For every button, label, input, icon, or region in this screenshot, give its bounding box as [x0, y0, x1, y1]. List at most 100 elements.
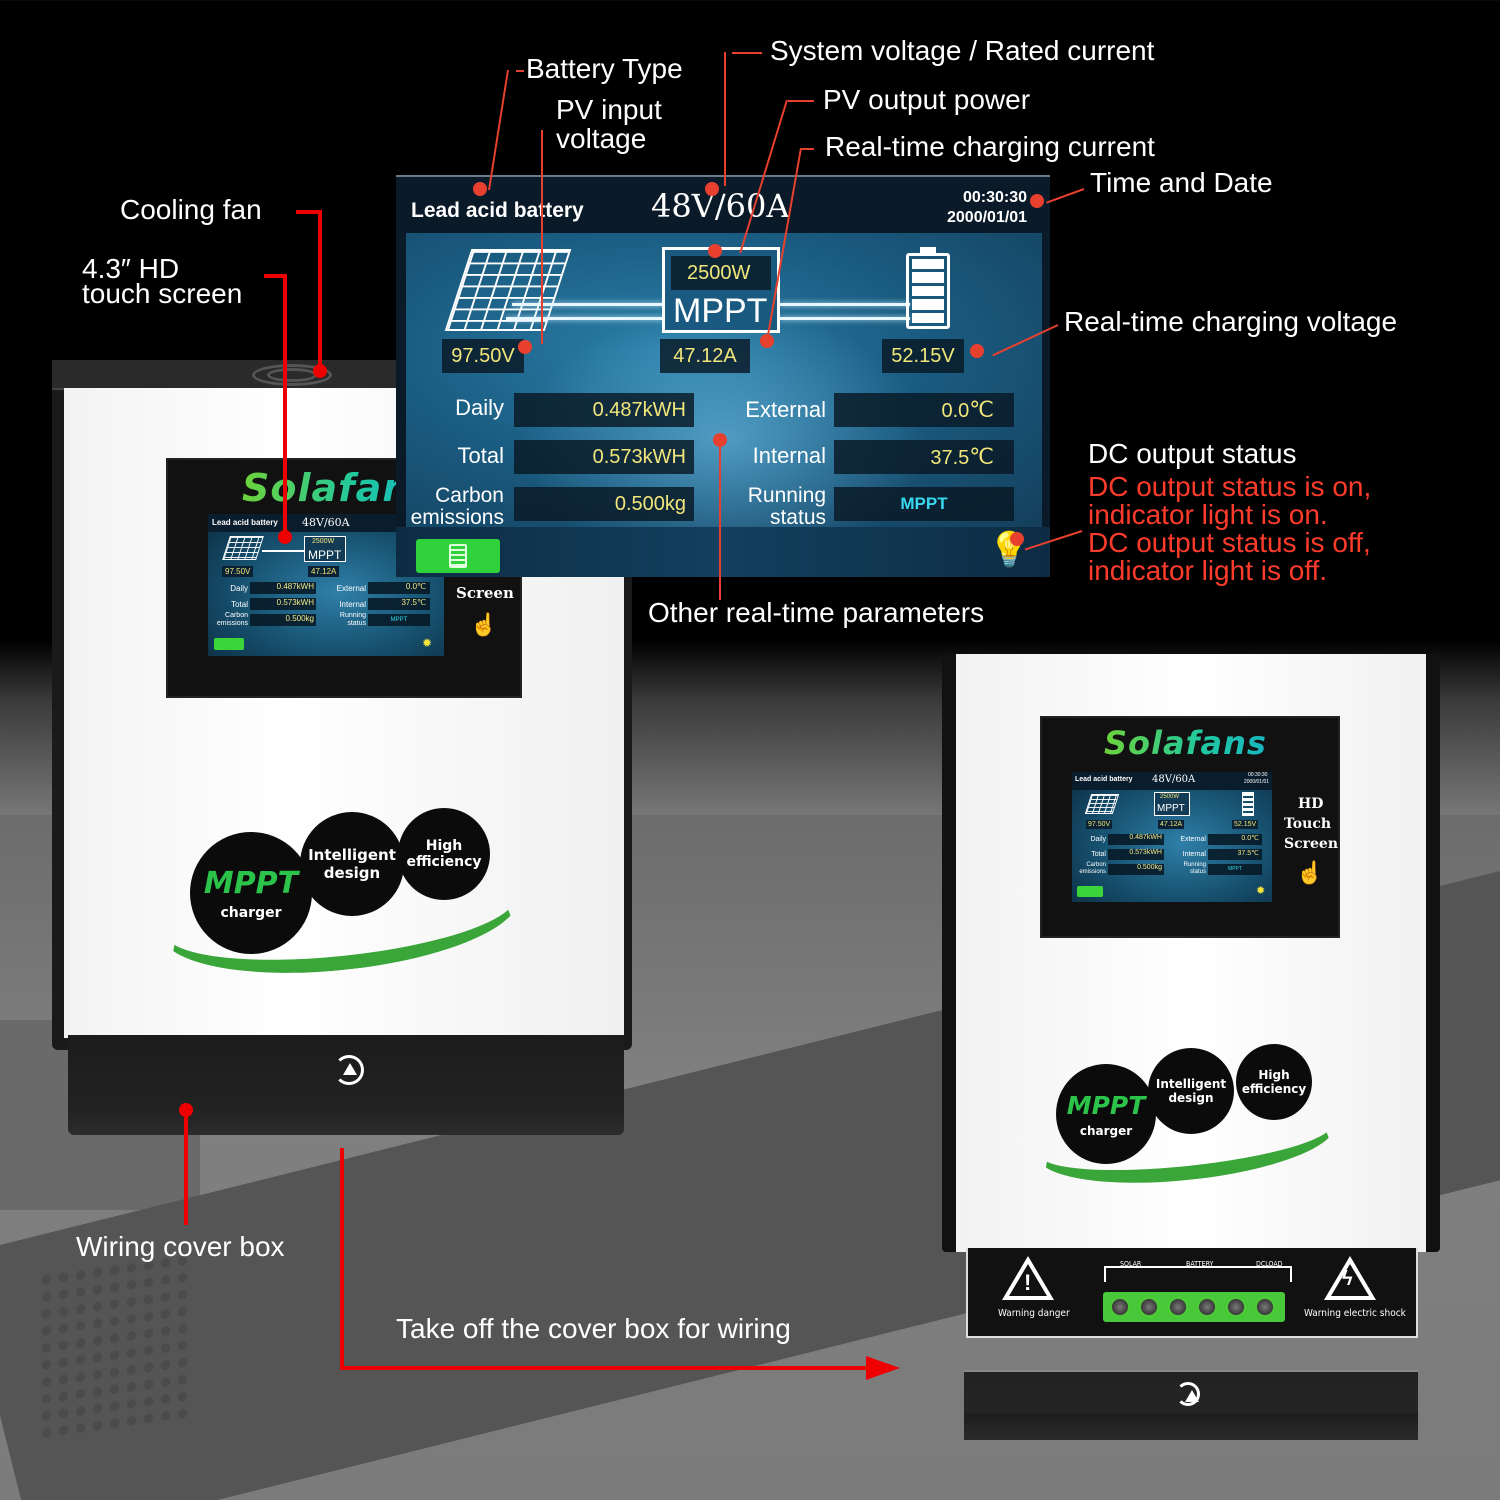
callout-dc-on-2: indicator light is on.	[1088, 499, 1328, 530]
callout-line	[800, 148, 814, 150]
mini-battery-icon	[1242, 792, 1254, 816]
terminal-screw[interactable]	[1195, 1295, 1219, 1319]
unlock-rotate-icon	[334, 1055, 364, 1085]
mini-daily-label: Daily	[230, 584, 248, 593]
mini-total-label: Total	[231, 600, 248, 609]
cooling-fan-icon	[252, 364, 332, 386]
daily-value: 0.487kWH	[514, 393, 694, 427]
wiring-cover-box-left[interactable]	[68, 1035, 624, 1135]
zoomed-screen: Lead acid battery 48V/60A 00:30:30 2000/…	[396, 175, 1050, 577]
mini-menu-button[interactable]	[214, 638, 244, 650]
callout-dot	[705, 182, 719, 196]
callout-dot	[708, 244, 722, 258]
callout-dot	[518, 340, 532, 354]
callout-pv-input-voltage-2: voltage	[556, 123, 647, 154]
terminal-screw[interactable]	[1137, 1295, 1161, 1319]
mini-system-rating: 48V/60A	[1152, 774, 1196, 785]
arrow-line	[340, 1148, 344, 1370]
pv-power-value: 2500W	[687, 262, 751, 284]
cooling-fan-ring	[267, 368, 317, 382]
bubble-mppt-text: MPPT	[203, 865, 299, 901]
callout-battery-type: Battery Type	[526, 53, 683, 84]
bubble-efficiency-text: efficiency	[1241, 1082, 1307, 1096]
running-label: Running	[747, 484, 826, 507]
mini-menu-button[interactable]	[1077, 886, 1103, 897]
bubble-design-text: design	[323, 864, 381, 882]
mini-pv-voltage: 97.50V	[1086, 820, 1113, 829]
mini-internal-value: 37.5℃	[1208, 849, 1262, 860]
warning-shock-label: Warning electric shock	[1304, 1308, 1406, 1319]
callout-line	[184, 1110, 188, 1225]
flow-line-right-top	[780, 303, 910, 306]
internal-temp-number: 37.5	[930, 447, 970, 469]
arrow-line	[340, 1366, 870, 1370]
mini-mppt-box	[1154, 792, 1190, 816]
mini-charge-current: 47.12A	[1158, 820, 1185, 829]
date-label: 2000/01/01	[947, 209, 1028, 226]
mini-running-label: Running	[1183, 862, 1206, 868]
callout-other-params: Other real-time parameters	[648, 597, 985, 628]
mini-carbon-value: 0.500kg	[250, 614, 316, 626]
mini-external-value: 0.0℃	[1208, 834, 1262, 845]
mppt-mode-label: MPPT	[673, 292, 768, 330]
mini-external-number: 0.0	[405, 582, 418, 591]
callout-time-date: Time and Date	[1090, 167, 1273, 198]
mini-internal-label: Internal	[339, 600, 366, 609]
bubble-design-text: design	[1168, 1091, 1214, 1105]
mini-external-unit: ℃	[1251, 835, 1259, 842]
mini-daily-value: 0.487kWH	[250, 582, 316, 594]
callout-pv-input-voltage-1: PV input	[556, 94, 662, 125]
hd-screen-label: Screen	[456, 584, 514, 602]
mini-external-label: External	[1180, 836, 1206, 843]
warning-danger-icon	[1002, 1256, 1054, 1300]
terminal-screw[interactable]	[1224, 1295, 1248, 1319]
mini-solar-panel-icon	[222, 536, 264, 560]
time-label: 00:30:30	[963, 189, 1028, 206]
callout-pv-output-power: PV output power	[823, 84, 1031, 115]
internal-temp-label: Internal	[752, 443, 826, 468]
menu-button[interactable]	[416, 539, 500, 573]
touch-label: Touch	[1284, 816, 1332, 832]
callout-charging-current: Real-time charging current	[825, 131, 1155, 162]
terminal-screw[interactable]	[1166, 1295, 1190, 1319]
celsius-unit: ℃	[969, 397, 994, 422]
callout-dot	[1010, 532, 1024, 546]
mini-emissions-label: emissions	[1079, 869, 1106, 875]
bubble-mppt-charger-right: MPPT charger	[1056, 1064, 1156, 1164]
screen-label: Screen	[1284, 836, 1339, 852]
bubble-intelligent-design-right: Intelligent design	[1148, 1048, 1234, 1134]
mini-total-value: 0.573kWH	[1108, 849, 1164, 860]
status-label: status	[769, 506, 826, 529]
mini-header	[208, 514, 444, 532]
external-temp-value: 0.0℃	[834, 393, 1014, 427]
display-panel-right: Solafans HD Touch Screen ☝ Lead acid bat…	[1040, 716, 1340, 938]
wiring-cover-box-removed[interactable]	[964, 1370, 1418, 1440]
mini-charge-current: 47.12A	[308, 566, 340, 577]
callout-line	[487, 70, 509, 190]
flow-line-left-bottom	[506, 317, 664, 320]
mini-screen-right: Lead acid battery 48V/60A 00:30:30 2000/…	[1072, 772, 1272, 902]
terminal-screw[interactable]	[1253, 1295, 1277, 1319]
terminal-screw[interactable]	[1108, 1295, 1132, 1319]
bubble-high-text: High	[1258, 1068, 1290, 1082]
mini-emissions-label: emissions	[216, 620, 248, 627]
battery-body	[906, 253, 950, 329]
brand-logo-right: Solafans	[1104, 724, 1267, 762]
screen-footer: 💡	[396, 527, 1050, 577]
callout-dot	[473, 182, 487, 196]
callout-line	[318, 210, 322, 370]
callout-line	[788, 100, 814, 102]
callout-wiring-cover: Wiring cover box	[76, 1231, 285, 1262]
screen-header: Lead acid battery 48V/60A 00:30:30 2000/…	[396, 177, 1050, 232]
charge-current-value: 47.12A	[660, 339, 750, 373]
mini-internal-unit: ℃	[417, 598, 426, 607]
external-temp-label: External	[745, 397, 826, 422]
bubble-high-text: High	[425, 838, 463, 854]
solar-terminal-label: SOLAR	[1120, 1260, 1142, 1268]
callout-dot	[313, 364, 327, 378]
mini-status-label: status	[1189, 869, 1206, 875]
bubble-intelligent-text: Intelligent	[1155, 1077, 1227, 1091]
carbon-value: 0.500kg	[514, 487, 694, 521]
mini-total-value: 0.573kWH	[250, 598, 316, 610]
screen-body: 2500W MPPT 97.50V 47.12A 52.15V Daily 0.…	[406, 233, 1042, 529]
